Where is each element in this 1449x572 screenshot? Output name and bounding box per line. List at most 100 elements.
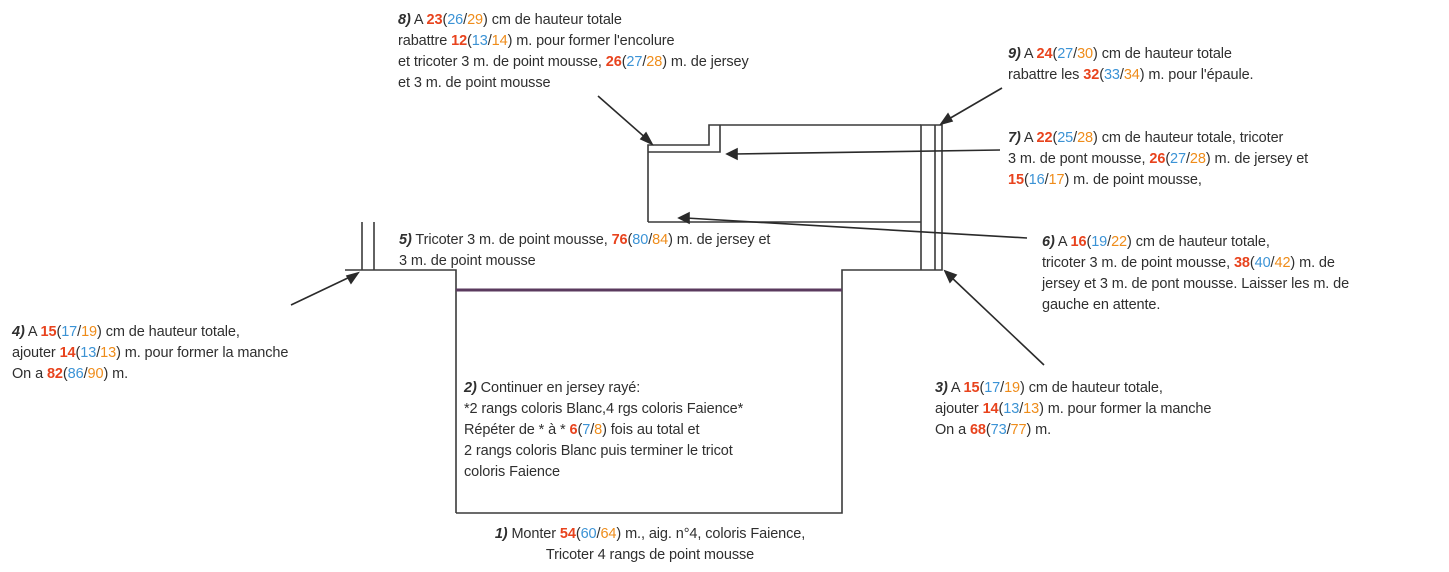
paren: ) (1093, 46, 1098, 62)
note-step-3: 3) A 15(17/19) cm de hauteur totale, ajo… (935, 378, 1211, 441)
text: m., aig. n°4, coloris Faience, (621, 526, 806, 542)
text: A (1020, 130, 1037, 146)
paren: ( (1052, 46, 1058, 62)
text: Tricoter 4 rangs de point mousse (545, 547, 755, 563)
size-value-3: 17 (1048, 172, 1065, 188)
size-value-3: 19 (81, 324, 98, 340)
arrowhead-step7 (725, 147, 738, 161)
paren: ) (662, 54, 667, 70)
note-step-4: 4) A 15(17/19) cm de hauteur totale, ajo… (12, 322, 288, 385)
text: m. pour former la manche (120, 345, 289, 361)
text: ajouter (12, 345, 60, 361)
size-value-1: 6 (569, 422, 578, 438)
paren: ( (75, 345, 81, 361)
paren: ) (1020, 380, 1025, 396)
size-value-2: 13 (80, 345, 97, 361)
paren: ) (1064, 172, 1070, 188)
paren: ) (1139, 67, 1145, 83)
text: et 3 m. de point mousse (398, 75, 551, 91)
size-value-2: 60 (580, 526, 597, 542)
paren: ) (507, 33, 513, 49)
paren: ( (998, 401, 1004, 417)
size-value-1: 38 (1233, 255, 1250, 271)
slash: / (1073, 46, 1078, 62)
slash: / (1119, 67, 1124, 83)
size-value-3: 28 (1189, 151, 1206, 167)
text: et tricoter 3 m. de point mousse, (398, 54, 606, 70)
slash: / (1006, 422, 1011, 438)
size-value-3: 30 (1077, 46, 1094, 62)
step-number: 4) (12, 324, 25, 340)
size-value-1: 54 (559, 526, 576, 542)
size-value-3: 77 (1010, 422, 1027, 438)
slash: / (487, 33, 492, 49)
slash: / (596, 526, 601, 542)
text: cm de hauteur totale, (1131, 234, 1270, 250)
size-value-2: 13 (1003, 401, 1020, 417)
paren: ( (575, 526, 581, 542)
arrow-step9 (946, 87, 1003, 121)
text: Tricoter 3 m. de point mousse, (411, 232, 612, 248)
slash: / (590, 422, 595, 438)
text: cm de hauteur totale (1097, 46, 1232, 62)
paren: ( (1086, 234, 1092, 250)
size-value-1: 14 (982, 401, 999, 417)
size-value-3: 13 (1023, 401, 1040, 417)
text: 3 m. de pont mousse, (1008, 151, 1150, 167)
paren: ( (979, 380, 985, 396)
size-value-3: 29 (467, 12, 484, 28)
text: m. de jersey et (1210, 151, 1309, 167)
paren: ) (1093, 130, 1098, 146)
paren: ) (1026, 422, 1032, 438)
paren: ) (616, 526, 622, 542)
text: m. pour l'épaule. (1144, 67, 1254, 83)
paren: ) (1127, 234, 1132, 250)
arrowhead-step9 (939, 112, 954, 126)
text: Continuer en jersey rayé: (476, 380, 641, 396)
slash: / (1019, 401, 1024, 417)
slash: / (463, 12, 468, 28)
note-step-7: 7) A 22(25/28) cm de hauteur totale, tri… (1008, 128, 1308, 191)
size-value-3: 22 (1111, 234, 1128, 250)
text: m. pour former la manche (1043, 401, 1212, 417)
step-number: 7) (1008, 130, 1021, 146)
text: m. de jersey (666, 54, 749, 70)
step-number: 3) (935, 380, 948, 396)
slash: / (83, 366, 88, 382)
paren: ) (1039, 401, 1044, 417)
text: A (947, 380, 964, 396)
paren: ) (1205, 151, 1211, 167)
paren: ( (627, 232, 633, 248)
paren: ( (1099, 67, 1104, 83)
size-value-1: 15 (963, 380, 980, 396)
body-left-side (374, 269, 457, 513)
step-number: 8) (398, 12, 411, 28)
text: ajouter (935, 401, 983, 417)
size-value-1: 12 (451, 33, 468, 49)
slash: / (1073, 130, 1078, 146)
paren: ) (103, 366, 109, 382)
size-value-1: 68 (969, 422, 986, 438)
size-value-1: 15 (1008, 172, 1024, 188)
paren: ( (1249, 255, 1255, 271)
size-value-2: 27 (626, 54, 643, 70)
size-value-2: 86 (67, 366, 84, 382)
size-value-1: 82 (46, 366, 63, 382)
arrowhead-step4 (345, 271, 360, 285)
size-value-2: 17 (61, 324, 78, 340)
text: gauche en attente. (1042, 297, 1161, 313)
text: A (24, 324, 41, 340)
paren: ) (483, 12, 488, 28)
neck-left-vertical (647, 124, 921, 222)
size-value-1: 16 (1070, 234, 1087, 250)
text: coloris Faience (464, 464, 561, 480)
arrow-step4 (290, 275, 353, 306)
size-value-2: 40 (1254, 255, 1271, 271)
text: A (1020, 46, 1037, 62)
text: m. de point mousse, (1069, 172, 1202, 188)
size-value-1: 22 (1036, 130, 1053, 146)
arrow-step6 (685, 217, 1028, 239)
text: On a (935, 422, 970, 438)
slash: / (77, 324, 82, 340)
text: cm de hauteur totale (487, 12, 622, 28)
